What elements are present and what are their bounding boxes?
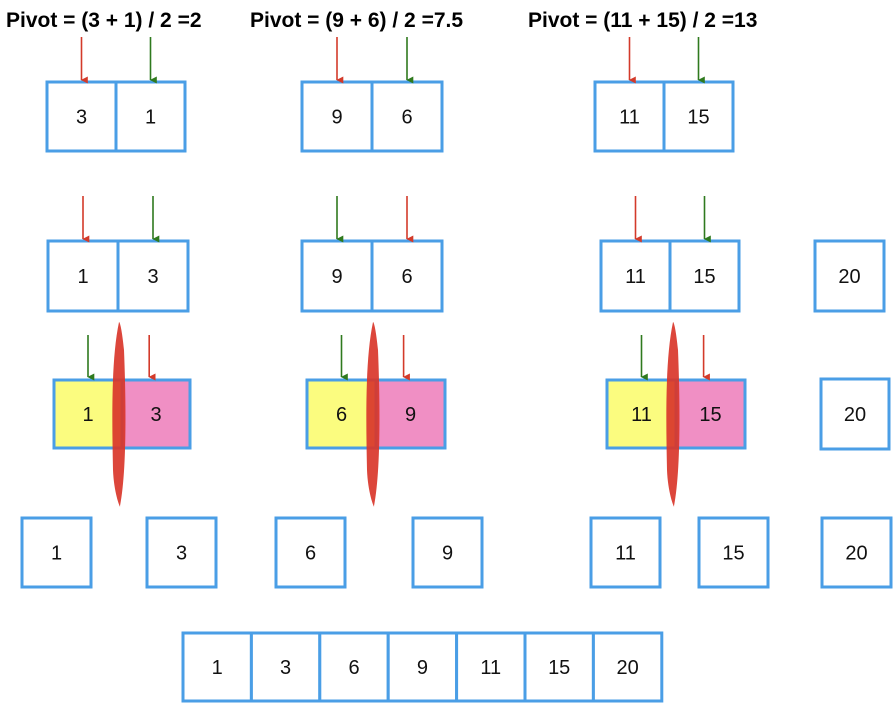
row5-cell2-box xyxy=(249,631,322,703)
row3-group1-cell1-box xyxy=(52,378,124,450)
row4-cell6-box xyxy=(697,516,770,589)
row4-cell5-value: 11 xyxy=(615,543,636,565)
row3-group1-cell2-value: 3 xyxy=(150,404,161,426)
row2-group3-cell2-value: 15 xyxy=(693,266,715,288)
row3-group2-split-mark xyxy=(366,322,380,507)
row3-single-value: 20 xyxy=(844,404,866,426)
row5-cell6-value: 15 xyxy=(548,657,570,679)
row2-group1-cell1-value: 1 xyxy=(77,266,88,288)
row1-group1-cell2-value: 1 xyxy=(145,107,156,129)
row4-cell2-box xyxy=(145,516,218,589)
row2-single-value: 20 xyxy=(838,266,860,288)
pivot-title-2: Pivot = (9 + 6) / 2 =7.5 xyxy=(250,9,463,32)
row4-cell4-value: 9 xyxy=(442,543,453,565)
row2-group2-cell2-box xyxy=(370,239,444,313)
row3-group3-cell1-value: 11 xyxy=(631,404,652,426)
row4-cell7-box xyxy=(820,516,893,589)
row2-group1-cell2-value: 3 xyxy=(147,266,158,288)
row5-cell7-value: 20 xyxy=(616,657,638,679)
row1-group2-cell1-value: 9 xyxy=(331,107,342,129)
row1-group1-cell2-box xyxy=(114,80,187,153)
row1-group1-cell1-box xyxy=(45,80,118,153)
row5-cell4-value: 9 xyxy=(417,657,428,679)
row1-group2-cell2-value: 6 xyxy=(401,107,412,129)
row3-group2-cell1-value: 6 xyxy=(336,404,347,426)
row4-cell6-value: 15 xyxy=(722,543,744,565)
row4-cell7-value: 20 xyxy=(845,543,867,565)
row3-single-box xyxy=(819,377,891,451)
row3-group1-cell1-value: 1 xyxy=(82,404,93,426)
row4-cell4-box xyxy=(411,516,484,589)
row5-cell1-value: 1 xyxy=(212,657,223,679)
row3-group2-cell2-value: 9 xyxy=(405,404,416,426)
row5-cell2-value: 3 xyxy=(280,657,291,679)
row4-cell2-value: 3 xyxy=(176,543,187,565)
row3-group1-split-mark xyxy=(112,322,126,507)
row4-cell5-box xyxy=(589,516,662,589)
row2-group2-cell1-box xyxy=(300,239,374,313)
row3-group3-split-mark xyxy=(666,322,680,507)
row2-single-box xyxy=(813,239,886,313)
row4-cell3-value: 6 xyxy=(305,543,316,565)
row5-cell5-box xyxy=(455,631,527,703)
row1-group1-cell1-value: 3 xyxy=(76,107,87,129)
row2-group2-cell2-value: 6 xyxy=(401,266,412,288)
row4-cell3-box xyxy=(274,516,347,589)
row1-group2-cell2-box xyxy=(370,80,444,153)
row5-cell5-value: 11 xyxy=(480,657,501,679)
pivot-title-1: Pivot = (3 + 1) / 2 =2 xyxy=(6,9,202,32)
row1-group3-cell2-value: 15 xyxy=(687,107,709,129)
row1-group3-cell1-value: 11 xyxy=(619,107,640,129)
row4-cell1-value: 1 xyxy=(51,543,62,565)
row1-group2-cell1-box xyxy=(300,80,374,153)
row5-cell3-value: 6 xyxy=(348,657,359,679)
row4-cell1-box xyxy=(20,516,93,589)
row5-cell7-box xyxy=(591,631,664,703)
row2-group1-cell2-box xyxy=(116,239,190,313)
row3-group2-cell1-box xyxy=(305,378,378,450)
row5-cell6-box xyxy=(523,631,595,703)
row2-group3-cell2-box xyxy=(668,239,741,313)
row3-group3-cell2-value: 15 xyxy=(699,404,721,426)
row2-group3-cell1-box xyxy=(599,239,672,313)
row2-group3-cell1-value: 11 xyxy=(625,266,646,288)
row2-group2-cell1-value: 9 xyxy=(331,266,342,288)
pivot-title-3: Pivot = (11 + 15) / 2 =13 xyxy=(528,9,757,32)
